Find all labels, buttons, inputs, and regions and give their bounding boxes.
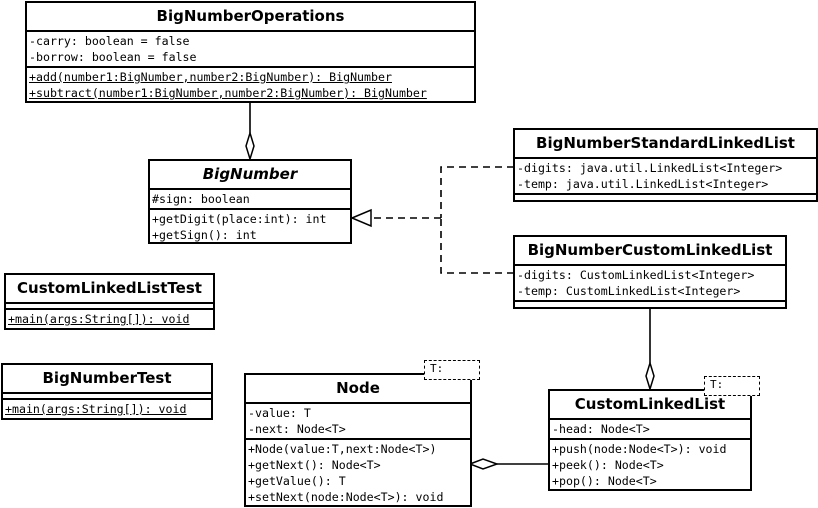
operation: +Node(value:T,next:Node<T>)	[248, 442, 437, 456]
attributes-section	[3, 394, 211, 400]
class-big-number-standard-linked-list[interactable]: BigNumberStandardLinkedList -digits: jav…	[513, 128, 818, 202]
attributes-section: -head: Node<T>	[550, 420, 750, 440]
attributes-section	[6, 304, 213, 310]
operations-section: +main(args:String[]): void	[6, 310, 213, 328]
attribute: -digits: java.util.LinkedList<Integer>	[517, 161, 783, 175]
class-big-number[interactable]: BigNumber #sign: boolean +getDigit(place…	[148, 159, 352, 244]
attribute: -temp: java.util.LinkedList<Integer>	[517, 177, 769, 191]
operation: +getNext(): Node<T>	[248, 458, 381, 472]
operations-section: +add(number1:BigNumber,number2:BigNumber…	[27, 68, 474, 102]
realization-line-standard	[440, 166, 514, 218]
operations-section: +push(node:Node<T>): void +peek(): Node<…	[550, 440, 750, 490]
class-custom-linked-list-test[interactable]: CustomLinkedListTest +main(args:String[]…	[4, 273, 215, 330]
aggregation-diamond-customlist	[645, 360, 655, 392]
operations-section	[515, 195, 816, 199]
operation: +subtract(number1:BigNumber,number2:BigN…	[29, 86, 427, 100]
attribute: #sign: boolean	[152, 192, 250, 206]
operation: +peek(): Node<T>	[552, 458, 664, 472]
realization-line-custom	[440, 218, 514, 274]
aggregation-diamond-node	[467, 458, 500, 470]
class-title: BigNumberStandardLinkedList	[515, 130, 816, 159]
operation: +getValue(): T	[248, 474, 346, 488]
attributes-section: -digits: CustomLinkedList<Integer> -temp…	[515, 266, 785, 302]
operation: +getSign(): int	[152, 228, 257, 242]
attribute: -head: Node<T>	[552, 422, 650, 436]
class-title: Node	[246, 375, 470, 404]
attribute: -borrow: boolean = false	[29, 50, 197, 64]
class-title: BigNumberTest	[3, 365, 211, 394]
operation: +pop(): Node<T>	[552, 474, 657, 488]
operation: +main(args:String[]): void	[8, 312, 190, 326]
attribute: -temp: CustomLinkedList<Integer>	[517, 284, 741, 298]
node-type-parameter: T:	[424, 360, 480, 380]
class-title: CustomLinkedListTest	[6, 275, 213, 304]
class-big-number-test[interactable]: BigNumberTest +main(args:String[]): void	[1, 363, 213, 420]
custom-linked-list-type-parameter: T:	[704, 376, 760, 396]
operation: +setNext(node:Node<T>): void	[248, 490, 444, 504]
class-big-number-operations[interactable]: BigNumberOperations -carry: boolean = fa…	[25, 1, 476, 103]
aggregation-diamond-bignumber	[245, 130, 255, 162]
operation: +main(args:String[]): void	[5, 402, 187, 416]
class-title: CustomLinkedList	[550, 391, 750, 420]
attributes-section: -carry: boolean = false -borrow: boolean…	[27, 32, 474, 68]
class-title: BigNumberOperations	[27, 3, 474, 32]
attribute: -next: Node<T>	[248, 422, 346, 436]
operation: +push(node:Node<T>): void	[552, 442, 727, 456]
class-title: BigNumber	[150, 161, 350, 190]
class-node[interactable]: Node -value: T -next: Node<T> +Node(valu…	[244, 373, 472, 507]
attribute: -digits: CustomLinkedList<Integer>	[517, 268, 755, 282]
operations-section: +getDigit(place:int): int +getSign(): in…	[150, 210, 350, 244]
operations-section: +main(args:String[]): void	[3, 400, 211, 418]
realization-arrowhead	[350, 208, 372, 228]
operation: +add(number1:BigNumber,number2:BigNumber…	[29, 70, 392, 84]
operations-section: +Node(value:T,next:Node<T>) +getNext(): …	[246, 440, 470, 506]
class-title: BigNumberCustomLinkedList	[515, 237, 785, 266]
operation: +getDigit(place:int): int	[152, 212, 327, 226]
attributes-section: -value: T -next: Node<T>	[246, 404, 470, 440]
attribute: -value: T	[248, 406, 311, 420]
attributes-section: #sign: boolean	[150, 190, 350, 210]
class-custom-linked-list[interactable]: CustomLinkedList -head: Node<T> +push(no…	[548, 389, 752, 491]
operations-section	[515, 302, 785, 306]
attribute: -carry: boolean = false	[29, 34, 190, 48]
class-big-number-custom-linked-list[interactable]: BigNumberCustomLinkedList -digits: Custo…	[513, 235, 787, 309]
attributes-section: -digits: java.util.LinkedList<Integer> -…	[515, 159, 816, 195]
